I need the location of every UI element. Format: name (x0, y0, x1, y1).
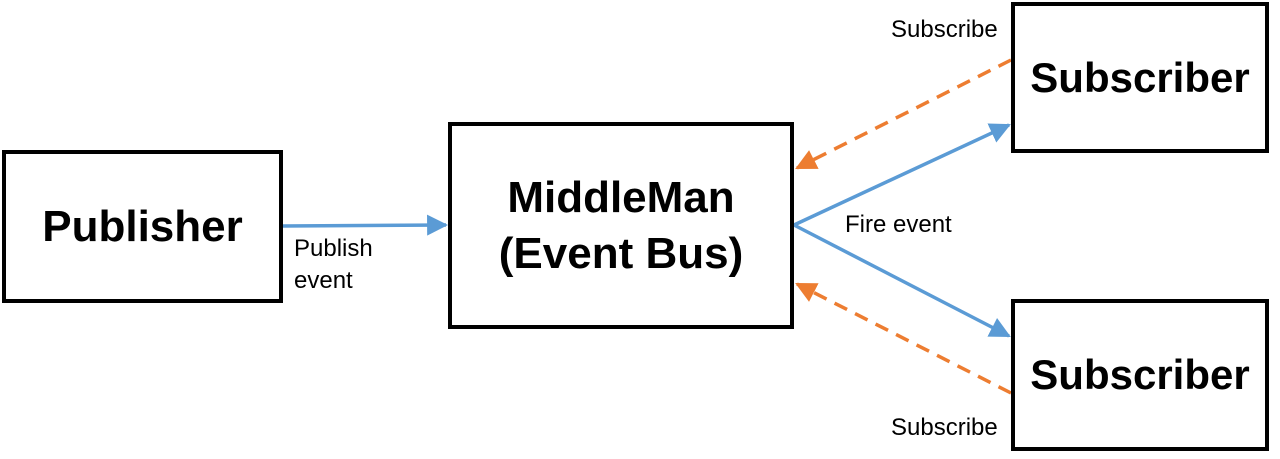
middleman-node: MiddleMan (Event Bus) (448, 122, 794, 329)
fire-arrow-top (793, 123, 1011, 227)
subscribe-arrow-top (795, 58, 1012, 170)
fire-event-label: Fire event (845, 211, 952, 238)
publisher-label: Publisher (42, 201, 243, 251)
subscriber-node-top: Subscriber (1011, 2, 1269, 153)
publish-arrow (282, 214, 449, 236)
fire-arrow-bottom (793, 223, 1011, 338)
subscribe-label-bottom: Subscribe (891, 414, 998, 441)
subscriber-bottom-label: Subscriber (1030, 351, 1250, 398)
middleman-label-line2: (Event Bus) (498, 228, 744, 278)
subscribe-arrow-bottom (795, 282, 1012, 395)
publisher-node: Publisher (2, 150, 283, 303)
publish-event-label: Publish event (294, 233, 373, 297)
subscriber-node-bottom: Subscriber (1011, 299, 1269, 451)
subscribe-label-top: Subscribe (891, 16, 998, 43)
subscriber-top-label: Subscriber (1030, 53, 1250, 101)
publish-event-label-line2: event (294, 267, 353, 294)
publish-event-label-line1: Publish (294, 235, 373, 262)
middleman-label-line1: MiddleMan (507, 172, 735, 222)
